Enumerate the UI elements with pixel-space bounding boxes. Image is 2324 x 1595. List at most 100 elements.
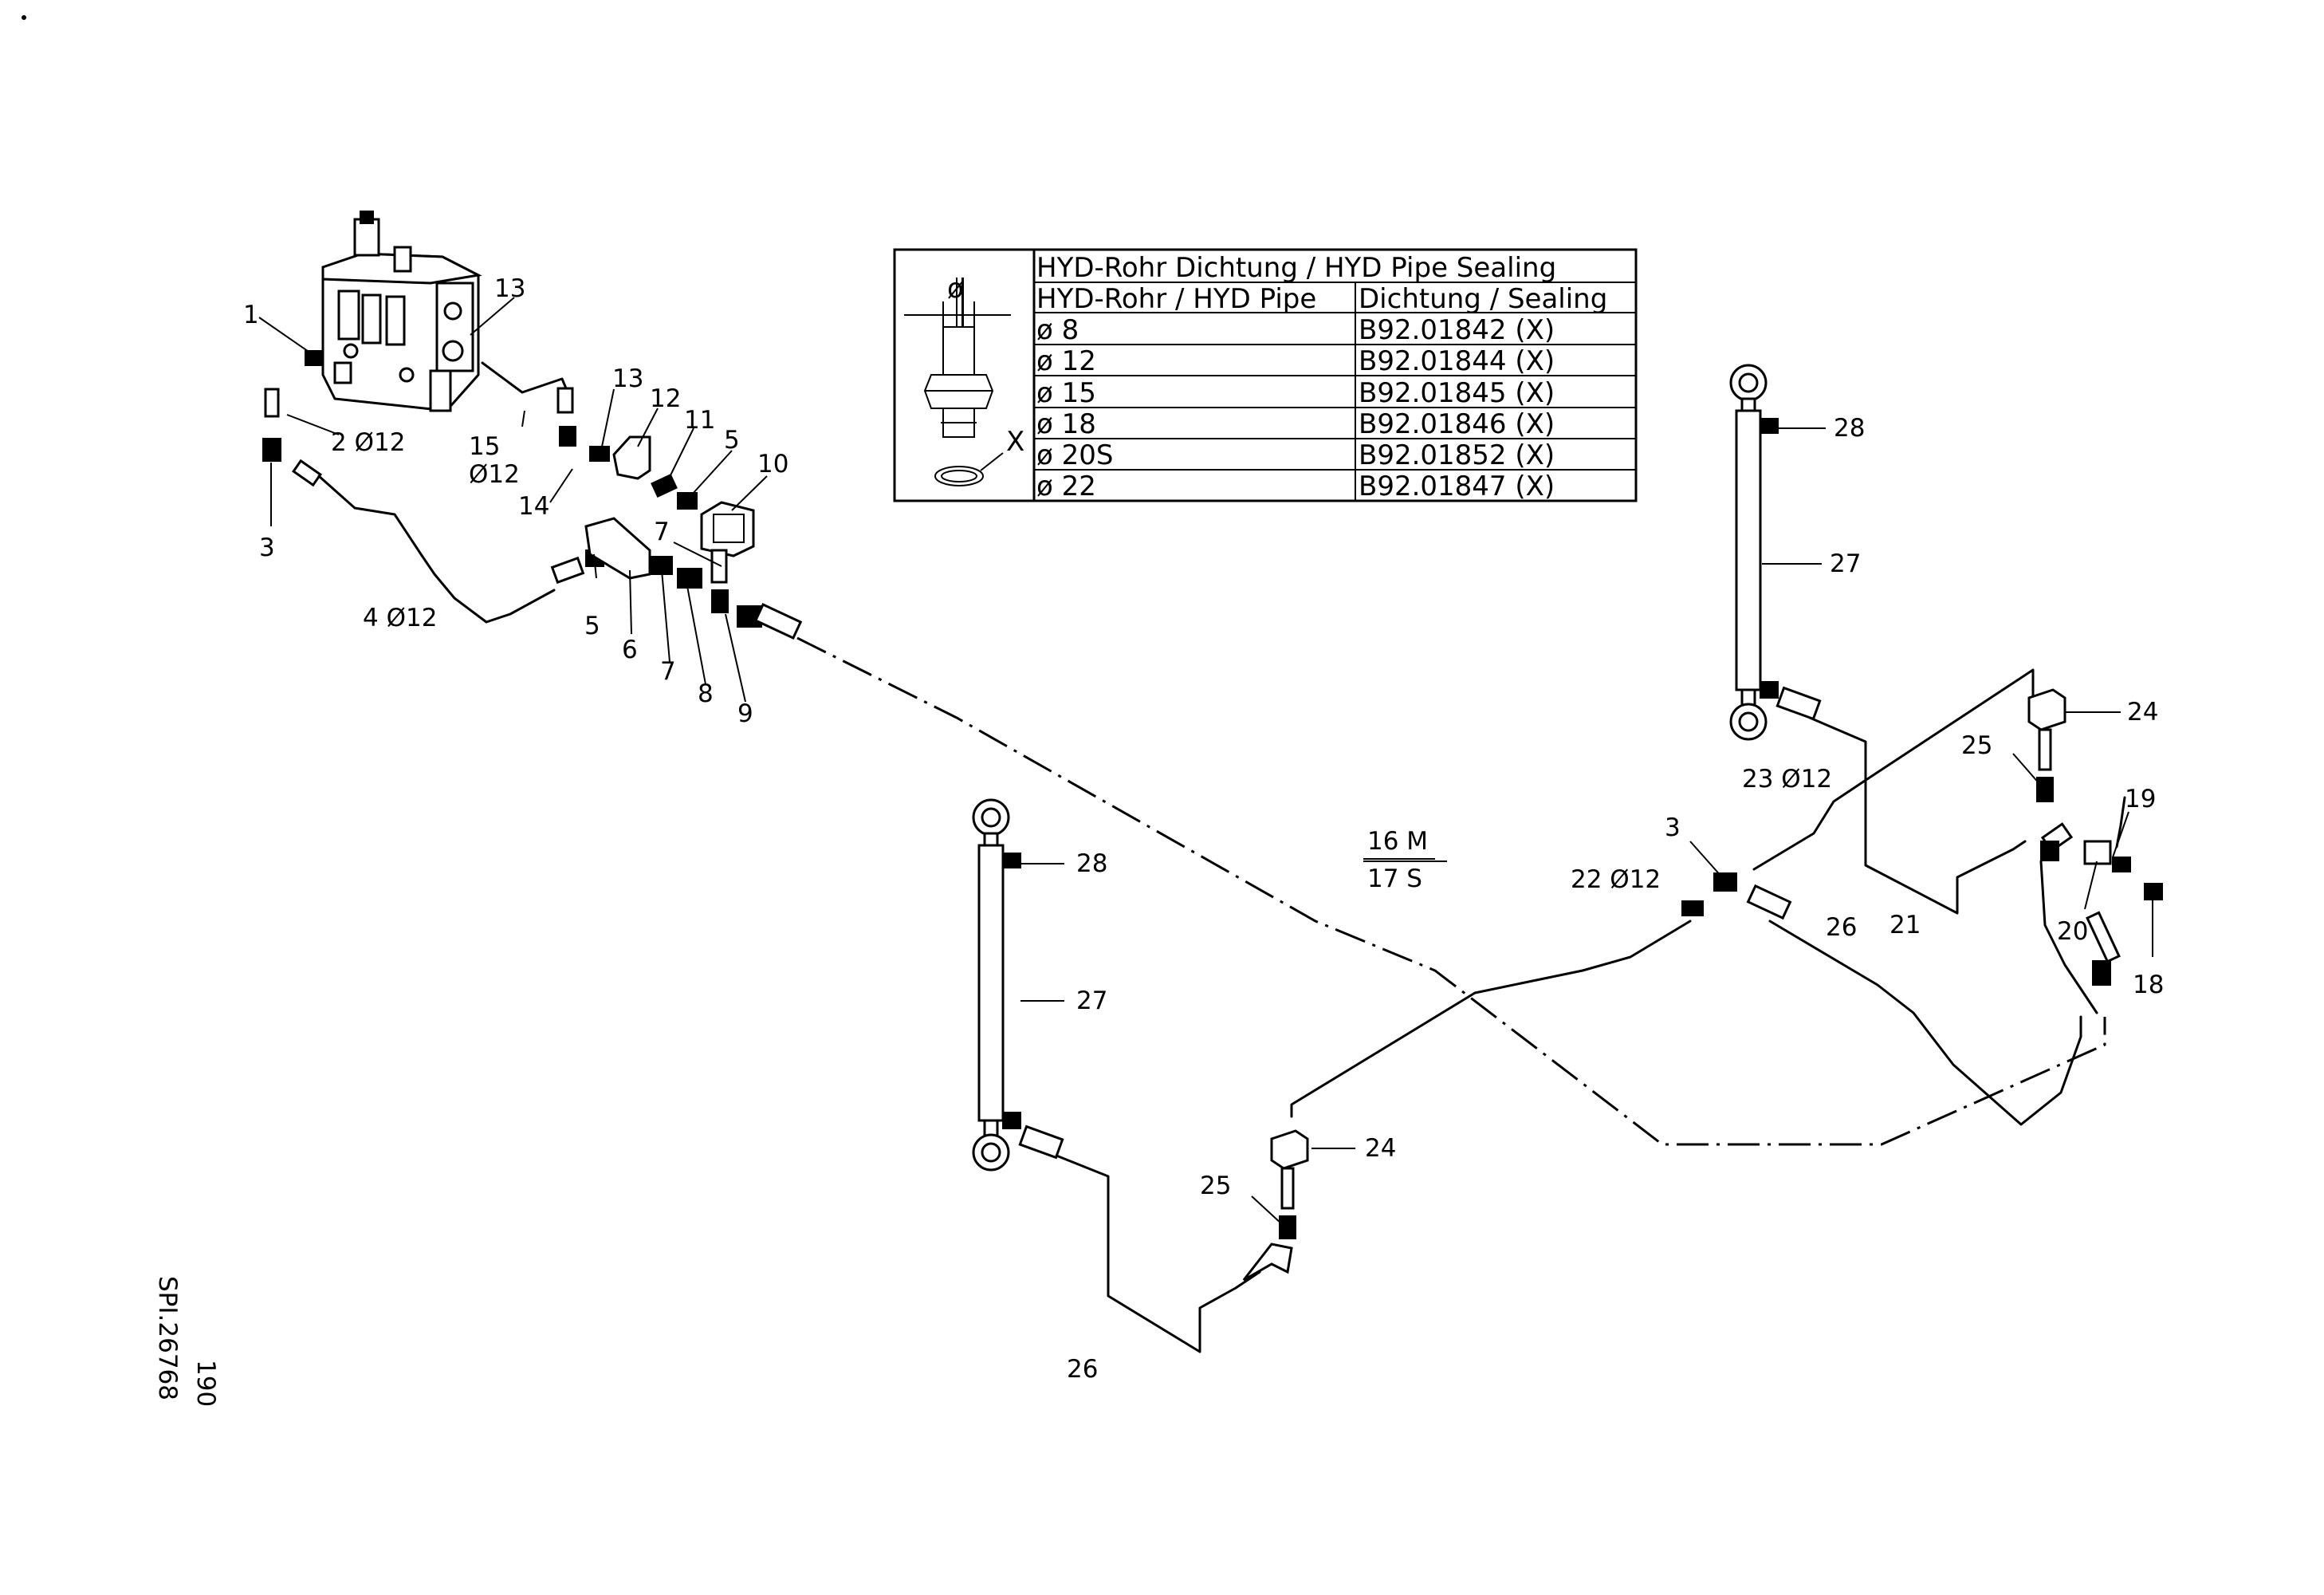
pipe-15 xyxy=(481,361,568,394)
fitting-14 xyxy=(559,426,576,447)
fitting-8 xyxy=(677,568,702,589)
table-pipe-cell: ø 8 xyxy=(1036,314,1079,346)
diameter-symbol: ø xyxy=(947,273,964,305)
callout-6: 6 xyxy=(622,636,638,664)
block-24-right xyxy=(2027,688,2066,731)
fittings-right-group xyxy=(1242,688,2163,1282)
pipe-26-left xyxy=(1027,1143,1261,1353)
leader-lines xyxy=(258,297,2153,1225)
callout-8: 8 xyxy=(698,679,714,708)
callout-28: 28 xyxy=(1076,849,1107,878)
table-sealing-cell: B92.01852 (X) xyxy=(1359,439,1555,471)
control-valve-block xyxy=(321,211,482,412)
table-title: HYD-Rohr Dichtung / HYD Pipe Sealing xyxy=(1036,252,1556,284)
block-24-left xyxy=(1270,1129,1309,1170)
table-pipe-cell: ø 20S xyxy=(1036,439,1113,471)
callout-19: 19 xyxy=(2125,785,2156,813)
callout-27b: 27 xyxy=(1830,549,1861,578)
table-sealing-cell: B92.01847 (X) xyxy=(1359,471,1555,502)
fitting-seal-icon: X ø xyxy=(904,273,1024,486)
fitting-19 xyxy=(2112,857,2131,872)
callout-17: 17 S xyxy=(1367,864,1422,893)
callout-27: 27 xyxy=(1076,987,1107,1015)
fitting-5b xyxy=(550,556,585,585)
callout-21: 21 xyxy=(1889,911,1921,939)
fitting-3-right xyxy=(1713,872,1737,892)
hydraulic-cylinder-right xyxy=(1729,364,1822,741)
callout-13b: 13 xyxy=(612,364,643,393)
callout-10: 10 xyxy=(757,450,788,478)
fitting-25-left xyxy=(1280,1167,1295,1210)
fitting-1 xyxy=(305,350,322,366)
table-sealing-cell: B92.01846 (X) xyxy=(1359,408,1555,440)
callout-15: 15 xyxy=(469,432,500,461)
fitting-12 xyxy=(612,435,651,480)
callout-labels: 1 13 2 Ø12 15 Ø12 13 12 11 5 10 14 3 4 Ø… xyxy=(243,274,2164,1384)
fittings-left-group xyxy=(262,350,803,640)
pipe-16-17 xyxy=(796,636,2106,1146)
pipe-22 xyxy=(1290,920,1692,1118)
fitting-20 xyxy=(2083,840,2112,865)
table-col2-header: Dichtung / Sealing xyxy=(1359,283,1607,315)
fitting-5 xyxy=(677,492,698,510)
callout-1: 1 xyxy=(243,301,259,329)
callout-7: 7 xyxy=(654,518,670,546)
sealing-table: X ø HYD-Rohr Dichtung / HYD Pipe Sealing… xyxy=(893,248,1638,502)
table-pipe-cell: ø 15 xyxy=(1036,377,1096,409)
callout-25b: 25 xyxy=(1961,731,1992,760)
page-number: 190 xyxy=(191,1360,220,1407)
callout-2: 2 Ø12 xyxy=(331,428,405,457)
callout-24: 24 xyxy=(1365,1134,1396,1163)
callout-14: 14 xyxy=(518,492,549,521)
callout-3b: 3 xyxy=(1665,813,1681,842)
table-pipe-cell: ø 22 xyxy=(1036,471,1096,502)
pipe-26-right xyxy=(1808,716,2027,915)
callout-12: 12 xyxy=(650,384,681,413)
table-pipe-cell: ø 18 xyxy=(1036,408,1096,440)
pipe-21 xyxy=(1768,920,2082,1126)
callout-7b: 7 xyxy=(660,657,676,686)
callout-24b: 24 xyxy=(2127,698,2158,727)
callout-9: 9 xyxy=(737,699,753,728)
pipe-4 xyxy=(317,475,556,624)
table-sealing-cell: B92.01845 (X) xyxy=(1359,377,1555,409)
fitting-25-right xyxy=(2038,728,2052,771)
fitting-2 xyxy=(264,388,280,418)
table-pipe-cell: ø 12 xyxy=(1036,345,1096,377)
callout-3: 3 xyxy=(259,534,275,562)
table-col1-header: HYD-Rohr / HYD Pipe xyxy=(1036,283,1316,315)
fitting-15 xyxy=(556,387,574,414)
fitting-11 xyxy=(651,474,678,498)
callout-25: 25 xyxy=(1200,1172,1231,1200)
callout-20: 20 xyxy=(2057,917,2088,946)
callout-28b: 28 xyxy=(1834,414,1865,443)
corner-mark xyxy=(22,15,26,20)
pipe-19 xyxy=(2115,796,2126,849)
callout-5b: 5 xyxy=(584,612,600,640)
pipe-23 xyxy=(1752,668,2035,871)
table-sealing-cell: B92.01844 (X) xyxy=(1359,345,1555,377)
seal-marker: X xyxy=(1006,426,1024,458)
callout-23: 23 Ø12 xyxy=(1742,765,1832,794)
drawing-number: SPI.26768 xyxy=(153,1276,182,1400)
callout-4: 4 Ø12 xyxy=(363,604,437,632)
callout-18: 18 xyxy=(2133,971,2164,999)
fitting-13 xyxy=(589,446,610,462)
callout-11: 11 xyxy=(684,406,715,435)
callout-26b: 26 xyxy=(1826,913,1857,942)
callout-13: 13 xyxy=(494,274,525,303)
callout-22: 22 Ø12 xyxy=(1571,865,1661,894)
hydraulic-cylinder-left xyxy=(972,798,1064,1172)
fitting-3 xyxy=(262,438,281,462)
pipe-20 xyxy=(2039,860,2098,1014)
callout-5: 5 xyxy=(724,426,740,455)
pipes xyxy=(317,361,2106,1353)
callout-16: 16 M xyxy=(1367,827,1428,856)
drawing-reference: SPI.26768 190 xyxy=(153,1276,220,1407)
fitting-7 xyxy=(649,556,673,575)
callout-15-dia: Ø12 xyxy=(469,460,520,489)
callout-26: 26 xyxy=(1067,1355,1098,1384)
table-sealing-cell: B92.01842 (X) xyxy=(1359,314,1555,346)
